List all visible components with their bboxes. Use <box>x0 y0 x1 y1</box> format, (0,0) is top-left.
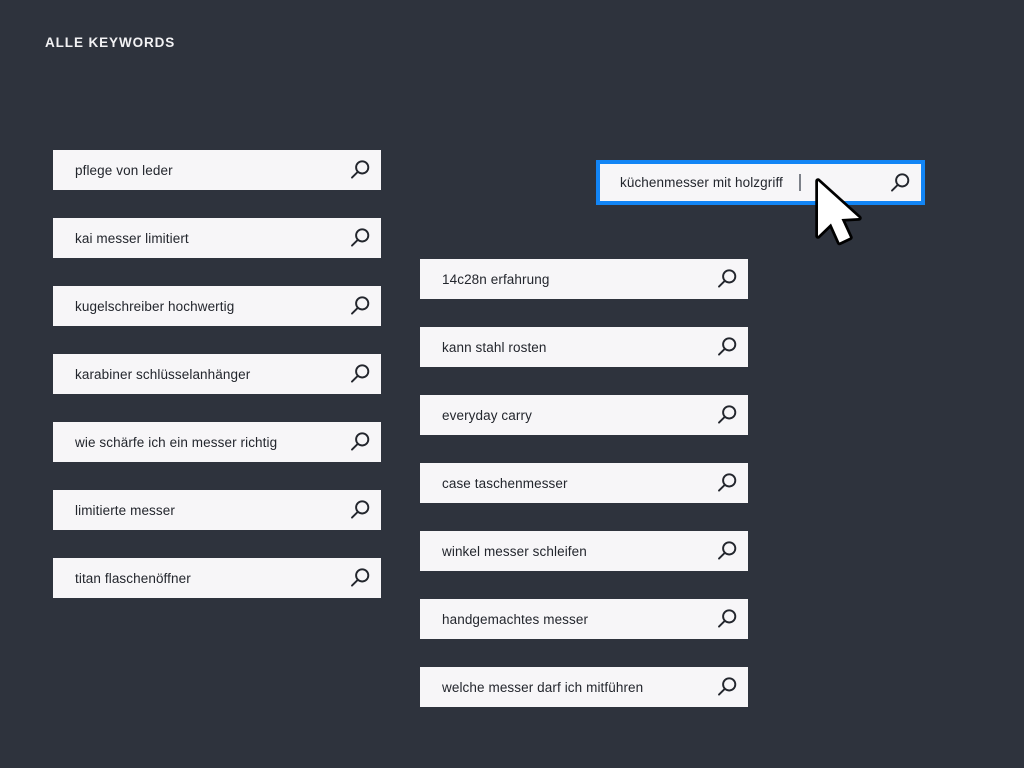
keyword-label: karabiner schlüsselanhänger <box>75 366 251 382</box>
keyword-search-box[interactable]: kai messer limitiert <box>53 218 381 258</box>
active-search-input[interactable]: küchenmesser mit holzgriff <box>600 174 883 191</box>
search-icon[interactable] <box>343 558 377 598</box>
keyword-search-box[interactable]: limitierte messer <box>53 490 381 530</box>
keyword-label: pflege von leder <box>75 162 173 178</box>
search-icon[interactable] <box>710 327 744 367</box>
search-icon[interactable] <box>710 259 744 299</box>
keyword-search-box[interactable]: kann stahl rosten <box>420 327 748 367</box>
keyword-search-box[interactable]: case taschenmesser <box>420 463 748 503</box>
keyword-label: 14c28n erfahrung <box>442 271 550 287</box>
keyword-search-box[interactable]: titan flaschenöffner <box>53 558 381 598</box>
keyword-search-box[interactable]: handgemachtes messer <box>420 599 748 639</box>
keyword-label: limitierte messer <box>75 502 175 518</box>
text-caret <box>798 174 801 191</box>
keyword-label: titan flaschenöffner <box>75 570 191 586</box>
keyword-search-box[interactable]: kugelschreiber hochwertig <box>53 286 381 326</box>
page-title: ALLE KEYWORDS <box>45 35 176 50</box>
search-icon[interactable] <box>343 150 377 190</box>
search-icon[interactable] <box>710 395 744 435</box>
search-icon[interactable] <box>343 354 377 394</box>
search-icon[interactable] <box>710 531 744 571</box>
search-icon[interactable] <box>343 286 377 326</box>
keyword-search-box[interactable]: welche messer darf ich mitführen <box>420 667 748 707</box>
keyword-column-middle: 14c28n erfahrung kann stahl rosten everyda… <box>420 259 748 707</box>
keyword-label: kann stahl rosten <box>442 339 547 355</box>
search-icon[interactable] <box>710 667 744 707</box>
keyword-search-box[interactable]: karabiner schlüsselanhänger <box>53 354 381 394</box>
keyword-label: everyday carry <box>442 407 532 423</box>
keyword-search-box[interactable]: pflege von leder <box>53 150 381 190</box>
keyword-search-box[interactable]: wie schärfe ich ein messer richtig <box>53 422 381 462</box>
search-icon[interactable] <box>710 463 744 503</box>
keyword-search-box[interactable]: everyday carry <box>420 395 748 435</box>
active-search-box[interactable]: küchenmesser mit holzgriff <box>596 160 925 205</box>
keyword-label: winkel messer schleifen <box>442 543 587 559</box>
active-search-value: küchenmesser mit holzgriff <box>620 175 783 190</box>
keyword-label: welche messer darf ich mitführen <box>442 679 644 695</box>
search-icon[interactable] <box>343 218 377 258</box>
keyword-search-box[interactable]: 14c28n erfahrung <box>420 259 748 299</box>
keyword-label: wie schärfe ich ein messer richtig <box>75 434 278 450</box>
search-icon[interactable] <box>343 490 377 530</box>
keyword-column-left: pflege von leder kai messer limitiert kuge… <box>53 150 381 598</box>
search-icon[interactable] <box>883 163 917 203</box>
search-icon[interactable] <box>343 422 377 462</box>
keyword-label: kugelschreiber hochwertig <box>75 298 235 314</box>
keyword-label: kai messer limitiert <box>75 230 189 246</box>
keyword-label: handgemachtes messer <box>442 611 589 627</box>
keyword-label: case taschenmesser <box>442 475 568 491</box>
search-icon[interactable] <box>710 599 744 639</box>
keyword-search-box[interactable]: winkel messer schleifen <box>420 531 748 571</box>
